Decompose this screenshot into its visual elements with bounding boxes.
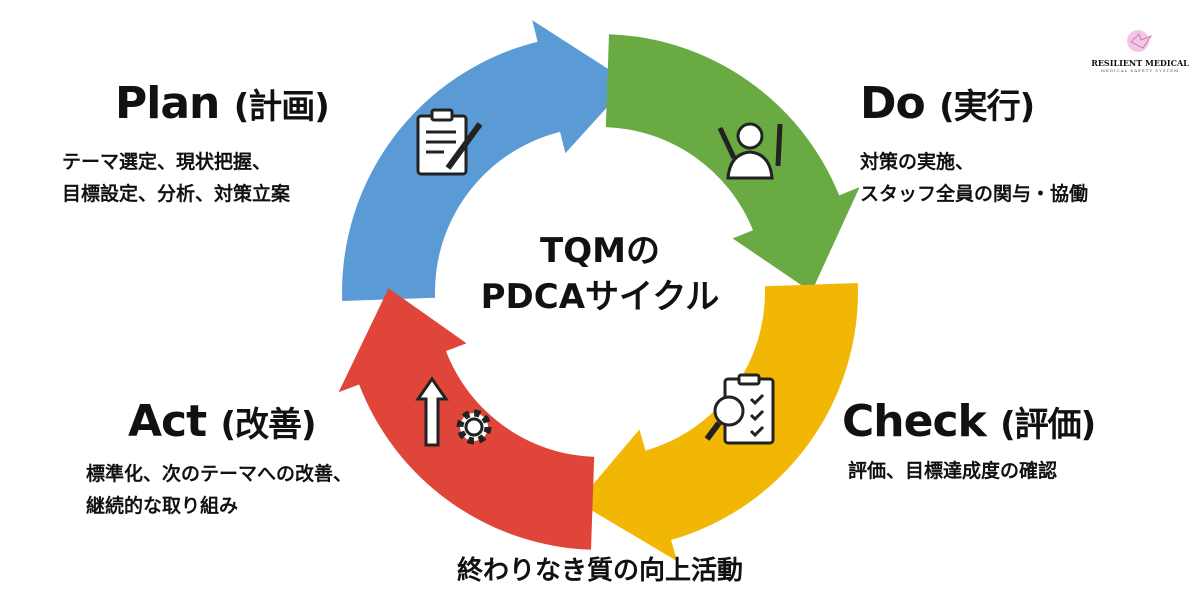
plan-jp: (計画): [233, 87, 330, 127]
do-title: Do: [860, 78, 926, 129]
act-title: Act: [128, 396, 207, 447]
check-desc-1: 評価、目標達成度の確認: [848, 460, 1058, 482]
logo-subtitle: MEDICAL SAFETY SYSTEM: [1100, 68, 1180, 73]
act-jp: (改善): [220, 405, 317, 445]
plan-description: テーマ選定、現状把握、目標設定、分析、対策立案: [62, 146, 290, 210]
center-title: TQMの PDCAサイクル: [440, 228, 760, 320]
do-jp: (実行): [939, 87, 1035, 127]
do-description: 対策の実施、スタッフ全員の関与・協働: [860, 146, 1088, 210]
plan-desc-2: 目標設定、分析、対策立案: [62, 183, 291, 205]
check-heading: Check (評価): [842, 396, 1096, 447]
do-desc-1: 対策の実施、: [860, 151, 975, 173]
act-description: 標準化、次のテーマへの改善、継続的な取り組み: [86, 458, 352, 522]
logo: RESILIENT MEDICAL MEDICAL SAFETY SYSTEM: [1085, 28, 1195, 73]
plan-desc-1: テーマ選定、現状把握、: [62, 151, 272, 173]
plan-heading: Plan (計画): [115, 78, 330, 129]
act-heading: Act (改善): [128, 396, 317, 447]
check-description: 評価、目標達成度の確認: [848, 455, 1057, 487]
magnifier-checklist-icon: [704, 373, 775, 445]
plan-title: Plan: [115, 78, 220, 129]
arrow-up-gear-icon: [415, 376, 492, 447]
center-line-2: PDCAサイクル: [480, 277, 720, 317]
act-desc-2: 継続的な取り組み: [86, 495, 239, 517]
footer-caption: 終わりなき質の向上活動: [456, 556, 743, 586]
do-heading: Do (実行): [860, 78, 1035, 129]
logo-name: RESILIENT MEDICAL: [1091, 58, 1189, 68]
clipboard-pencil-icon: [416, 108, 483, 176]
act-desc-1: 標準化、次のテーマへの改善、: [86, 463, 353, 485]
check-arrow: [577, 283, 858, 562]
center-line-1: TQMの: [540, 231, 660, 271]
dove-logo-icon: [1127, 30, 1153, 52]
check-title: Check: [842, 396, 987, 447]
check-jp: (評価): [1000, 405, 1096, 445]
plan-arrow: [342, 20, 630, 302]
do-desc-2: スタッフ全員の関与・協働: [860, 183, 1089, 205]
worker-tools-icon: [717, 122, 783, 180]
